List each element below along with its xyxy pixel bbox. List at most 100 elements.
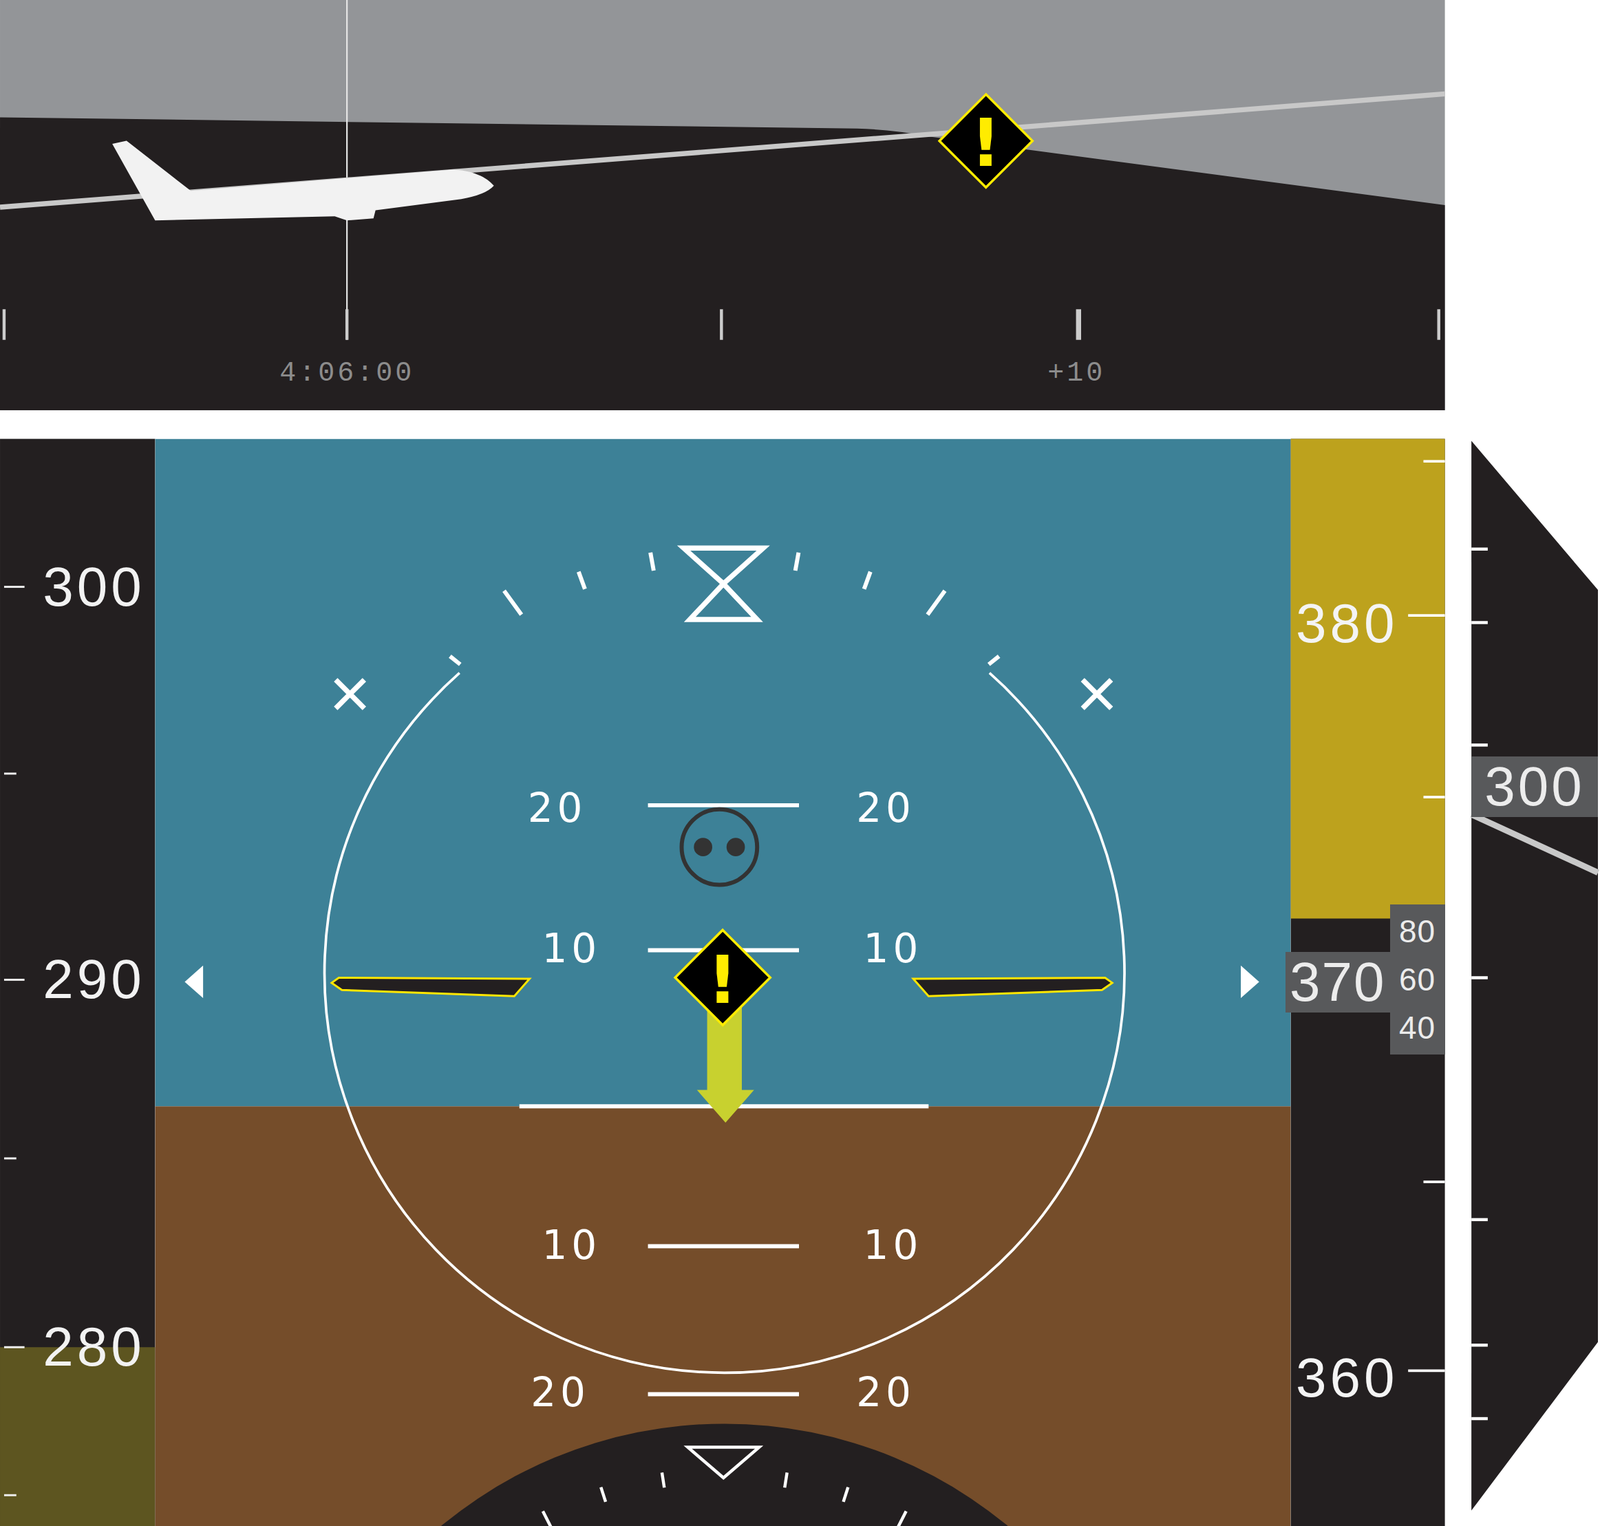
speed-tape-part-part xyxy=(4,978,25,981)
time-label: +10 xyxy=(1047,359,1106,388)
speed-tape-part-part xyxy=(4,772,17,775)
attitude-indicator-part xyxy=(693,837,713,857)
attitude-indicator-part-part xyxy=(504,590,522,615)
altitude-label: 380 xyxy=(1295,595,1398,652)
profile-panel-part-part xyxy=(345,308,349,340)
attitude-indicator-part-part xyxy=(650,552,654,571)
attitude-indicator-part xyxy=(450,552,1000,665)
attitude-indicator-part xyxy=(681,809,758,885)
profile-panel-part-part xyxy=(2,308,6,340)
speed-tape-part-part xyxy=(4,1156,17,1159)
attitude-indicator-part-part xyxy=(648,1243,799,1248)
attitude-indicator-part xyxy=(913,977,1113,996)
vertical-speed-indicator xyxy=(1471,441,1598,1511)
attitude-indicator-part-part xyxy=(542,1511,554,1526)
profile-panel-part-part xyxy=(1076,308,1082,340)
attitude-indicator-part-part xyxy=(795,552,799,571)
diamond-shape xyxy=(939,94,1033,188)
vertical-speed-indicator-part-part xyxy=(1471,620,1488,624)
warning-mark: ! xyxy=(707,946,738,1013)
vertical-speed-indicator-part-part xyxy=(1471,547,1488,550)
readout-digits: 60 xyxy=(1399,955,1436,1004)
attitude-indicator-part-part xyxy=(843,1487,849,1502)
attitude-indicator-part xyxy=(324,673,1125,1373)
attitude-indicator-part-part xyxy=(988,655,1000,665)
attitude-indicator-part-part xyxy=(600,1487,606,1502)
attitude-indicator-part-part xyxy=(648,803,799,808)
pitch-label: 10 xyxy=(863,1224,923,1265)
attitude-indicator-part xyxy=(184,965,204,998)
pitch-label: 10 xyxy=(541,928,601,969)
attitude-indicator-part-part xyxy=(927,590,945,615)
pitch-label: 20 xyxy=(856,787,916,828)
speed-tape-part-part xyxy=(4,1346,25,1349)
speed-label: 290 xyxy=(42,951,145,1007)
vertical-speed-indicator-part xyxy=(1471,441,1598,1511)
attitude-indicator-part-part xyxy=(578,571,585,590)
altitude-drum: 806040 xyxy=(1390,904,1446,1055)
pitch-label: 20 xyxy=(856,1372,916,1413)
diamond-shape xyxy=(675,929,771,1025)
profile-panel-part xyxy=(112,141,495,221)
speed-tape xyxy=(0,439,155,1526)
readout-digits: 40 xyxy=(1399,1003,1436,1052)
attitude-indicator-part-part xyxy=(335,679,365,709)
pitch-label: 20 xyxy=(530,1372,590,1413)
attitude-indicator-part xyxy=(335,679,1112,709)
speed-tape-part xyxy=(4,587,25,1496)
attitude-indicator-part xyxy=(331,977,530,996)
profile-panel-part-part xyxy=(719,308,723,340)
altitude-tape-part-part xyxy=(1408,613,1445,617)
attitude-indicator-part-part xyxy=(784,1472,787,1488)
attitude-indicator-part xyxy=(519,805,930,1395)
attitude-indicator-part-part xyxy=(335,679,365,709)
warning-diamond: ! xyxy=(673,928,772,1027)
readout-digits: 300 xyxy=(1484,759,1585,815)
vertical-speed-indicator-part-part xyxy=(1471,1416,1488,1420)
pitch-label: 10 xyxy=(541,1224,601,1265)
attitude-indicator-part-part xyxy=(450,655,461,665)
attitude-indicator xyxy=(154,439,1291,1526)
attitude-indicator-part-part xyxy=(895,1511,907,1526)
vertical-speed-indicator-part xyxy=(1471,814,1598,873)
altitude-tape-part-part xyxy=(1423,795,1445,799)
altitude-readout: 370 xyxy=(1285,951,1390,1013)
speed-tape-part-part xyxy=(4,1494,17,1497)
profile-panel-part xyxy=(0,117,1446,411)
pitch-label: 10 xyxy=(863,928,923,969)
altitude-tape-part-part xyxy=(1423,459,1445,463)
attitude-indicator-part-part xyxy=(1082,679,1112,709)
altitude-tape-part-part xyxy=(1408,1368,1445,1372)
speed-tape-part-part xyxy=(4,585,25,588)
attitude-indicator-part-part xyxy=(864,571,871,590)
warning-mark: ! xyxy=(970,110,1001,177)
vertical-speed-indicator-part-part xyxy=(1471,1218,1488,1221)
profile-panel xyxy=(0,0,1446,411)
attitude-indicator-part xyxy=(726,837,746,857)
attitude-indicator-part xyxy=(687,1447,760,1478)
vertical-speed-readout: 300 xyxy=(1471,756,1598,817)
readout-digits: 370 xyxy=(1289,954,1386,1010)
speed-label: 280 xyxy=(42,1319,145,1375)
attitude-indicator-part xyxy=(542,1472,907,1526)
profile-panel-part xyxy=(4,308,1439,340)
vertical-speed-indicator-part-part xyxy=(1471,1343,1488,1347)
profile-panel-part-part xyxy=(1436,308,1440,340)
readout-digits: 80 xyxy=(1399,907,1436,956)
attitude-indicator-part xyxy=(1240,965,1260,998)
attitude-indicator-part-part xyxy=(1082,679,1112,709)
attitude-indicator-part-part xyxy=(648,1391,799,1396)
warning-diamond: ! xyxy=(937,92,1034,189)
attitude-indicator-part-part xyxy=(662,1472,665,1488)
profile-panel-part xyxy=(346,0,348,340)
altitude-label: 360 xyxy=(1295,1350,1398,1406)
profile-panel-part xyxy=(0,0,1446,411)
altitude-tape-part-part xyxy=(1423,1180,1445,1183)
attitude-indicator-part xyxy=(280,1423,1169,1526)
vertical-speed-indicator-part xyxy=(1471,549,1488,1419)
speed-label: 300 xyxy=(42,559,145,615)
attitude-indicator-part xyxy=(683,547,764,620)
time-label: 4:06:00 xyxy=(279,359,415,388)
